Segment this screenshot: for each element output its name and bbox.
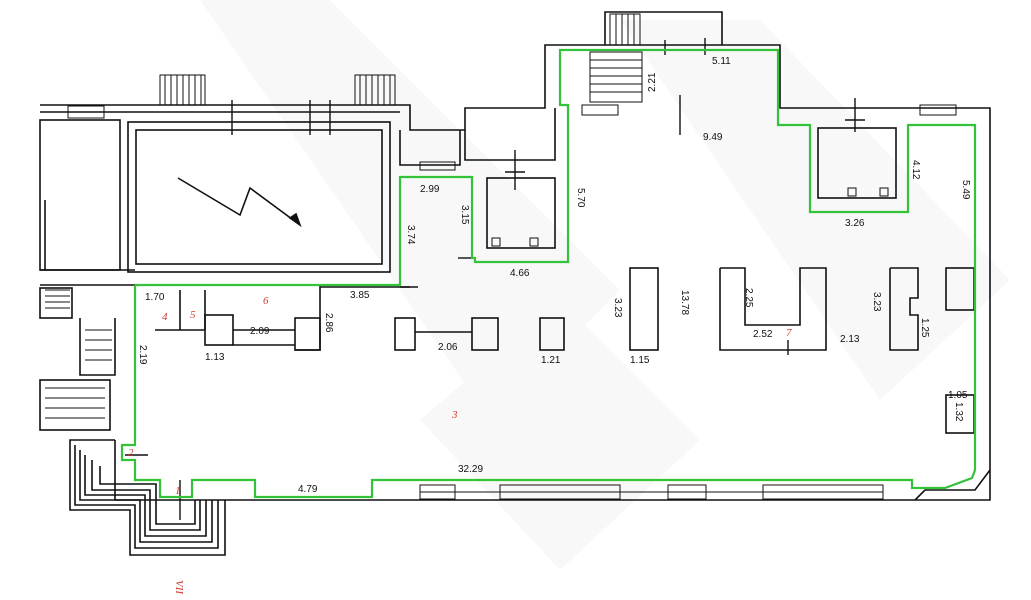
dim-3-74: 3.74 bbox=[405, 225, 416, 245]
dim-3-26: 3.26 bbox=[845, 218, 865, 229]
dim-5-49: 5.49 bbox=[960, 180, 971, 200]
dim-2-13: 2.13 bbox=[840, 334, 860, 345]
windows bbox=[67, 104, 957, 500]
walls bbox=[39, 11, 991, 556]
dim-2-06: 2.06 bbox=[438, 342, 458, 353]
dim-4-66: 4.66 bbox=[510, 268, 530, 279]
dim-1-70: 1.70 bbox=[145, 292, 165, 303]
dim-1-25: 1.25 bbox=[919, 318, 930, 338]
dim-9-49: 9.49 bbox=[703, 132, 723, 143]
dim-2-52: 2.52 bbox=[753, 329, 773, 340]
room-number-6: 6 bbox=[263, 295, 269, 307]
dim-3-15: 3.15 bbox=[459, 205, 470, 225]
dim-2-21: 2.21 bbox=[647, 72, 658, 92]
dim-1-13: 1.13 bbox=[205, 352, 225, 363]
fixtures bbox=[491, 187, 889, 247]
room-number-7: 7 bbox=[786, 327, 792, 339]
dim-4-12: 4.12 bbox=[910, 160, 921, 180]
room-number-4: 4 bbox=[162, 311, 168, 323]
premises-contour bbox=[120, 48, 977, 499]
dim-32-29: 32.29 bbox=[458, 464, 483, 475]
stair-icon bbox=[45, 13, 643, 419]
room-number-2: 2 bbox=[128, 447, 134, 459]
dim-4-79: 4.79 bbox=[298, 484, 318, 495]
dim-1-32: 1.32 bbox=[953, 402, 964, 422]
electrical-arrow-icon bbox=[177, 177, 302, 228]
room-number-1: 1 bbox=[175, 485, 181, 497]
room-number-5: 5 bbox=[190, 309, 196, 321]
dim-2-86: 2.86 bbox=[323, 313, 334, 333]
dim-5-11: 5.11 bbox=[712, 56, 731, 67]
dim-3-85: 3.85 bbox=[350, 290, 370, 301]
room-numbers: 4 5 6 3 7 2 1 VII bbox=[128, 295, 792, 595]
dim-2-09: 2.09 bbox=[250, 326, 270, 337]
door-icon bbox=[125, 38, 865, 520]
dim-13-78: 13.78 bbox=[679, 290, 690, 315]
dim-1-05: 1.05 bbox=[948, 390, 968, 401]
dim-3-23-a: 3.23 bbox=[612, 298, 623, 318]
dim-1-15: 1.15 bbox=[630, 355, 650, 366]
dim-2-99: 2.99 bbox=[420, 184, 440, 195]
dim-3-23-b: 3.23 bbox=[871, 292, 882, 312]
dimension-labels: 5.11 2.21 9.49 2.99 3.15 5.70 3.74 4.66 … bbox=[137, 56, 971, 495]
room-number-3: 3 bbox=[451, 409, 458, 421]
dim-2-25: 2.25 bbox=[743, 288, 754, 308]
room-number-vii: VII bbox=[173, 580, 185, 595]
dim-2-19: 2.19 bbox=[137, 345, 148, 365]
dim-5-70: 5.70 bbox=[575, 188, 586, 208]
dim-1-21: 1.21 bbox=[541, 355, 561, 366]
